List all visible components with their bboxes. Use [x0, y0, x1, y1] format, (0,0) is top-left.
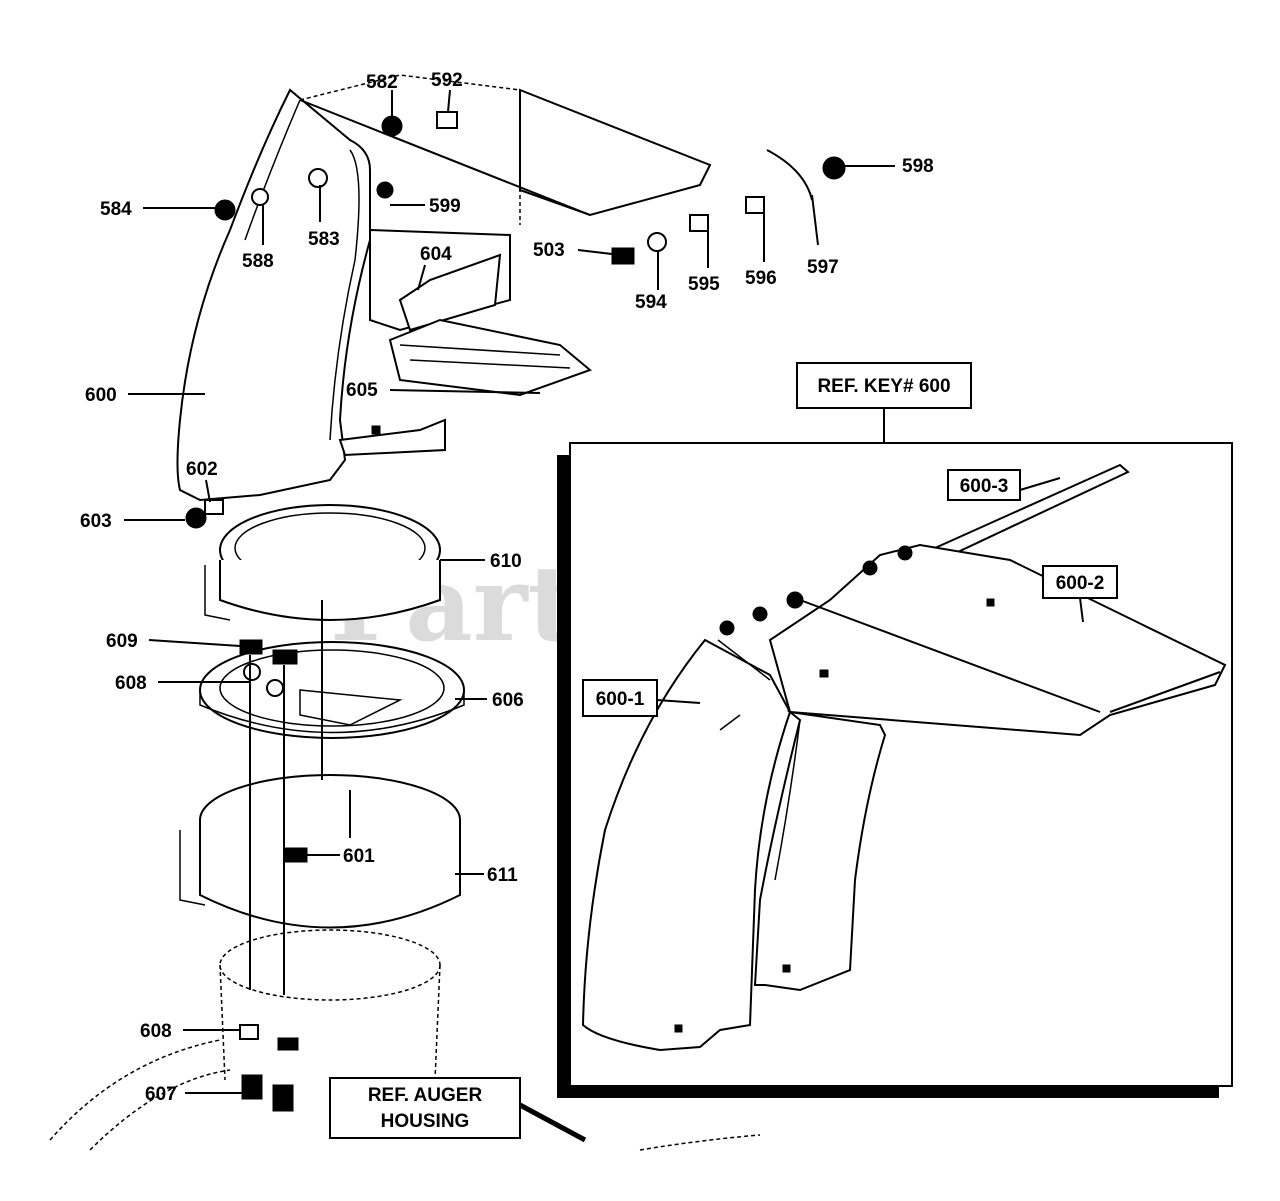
- callout-606: 606: [492, 690, 524, 711]
- callout-610: 610: [490, 551, 522, 572]
- ref-auger-line2: HOUSING: [381, 1111, 470, 1132]
- callout-596: 596: [745, 268, 777, 289]
- callout-599: 599: [429, 196, 461, 217]
- inset-callouts: 600-3 600-2 600-1: [582, 469, 1118, 717]
- callout-503: 503: [533, 240, 565, 261]
- leader-lines: [124, 89, 895, 1143]
- callout-588: 588: [242, 251, 274, 272]
- callout-582: 582: [366, 72, 398, 93]
- callout-598: 598: [902, 156, 934, 177]
- callout-597: 597: [807, 257, 839, 278]
- callout-605: 605: [346, 380, 378, 401]
- callout-608-lower: 608: [140, 1021, 172, 1042]
- callout-608-upper: 608: [115, 673, 147, 694]
- callout-604: 604: [420, 244, 452, 265]
- auger-housing: [49, 929, 761, 1151]
- detail-inset: [557, 442, 1233, 1098]
- bolt-lines: [249, 600, 351, 995]
- callout-609: 609: [106, 631, 138, 652]
- ring-610: [204, 504, 441, 621]
- callout-602: 602: [186, 459, 218, 480]
- callout-600: 600: [85, 385, 117, 406]
- callout-603: 603: [80, 511, 112, 532]
- callout-595: 595: [688, 274, 720, 295]
- ref-key-600-text: REF. KEY# 600: [817, 376, 950, 397]
- callout-600-1: 600-1: [596, 689, 645, 710]
- callout-600-3: 600-3: [960, 476, 1009, 497]
- callout-601: 601: [343, 846, 375, 867]
- callout-600-2: 600-2: [1056, 573, 1105, 594]
- callout-592: 592: [431, 70, 463, 91]
- ring-606: [199, 639, 465, 739]
- ref-key-600-label-box: REF. KEY# 600: [796, 362, 972, 443]
- chute-hardware: [185, 111, 846, 529]
- callout-611: 611: [487, 865, 518, 886]
- callout-607: 607: [145, 1084, 177, 1105]
- callout-584: 584: [100, 199, 132, 220]
- ring-611: [179, 774, 461, 929]
- callout-594: 594: [635, 292, 667, 313]
- callout-583: 583: [308, 229, 340, 250]
- chute-assembly: [176, 74, 712, 502]
- ref-auger-line1: REF. AUGER: [368, 1085, 483, 1106]
- callout-labels: 582 592 598 584 599 588 583 604 503 594 …: [80, 70, 934, 1105]
- ref-auger-housing-label-box: REF. AUGER HOUSING: [329, 1077, 521, 1139]
